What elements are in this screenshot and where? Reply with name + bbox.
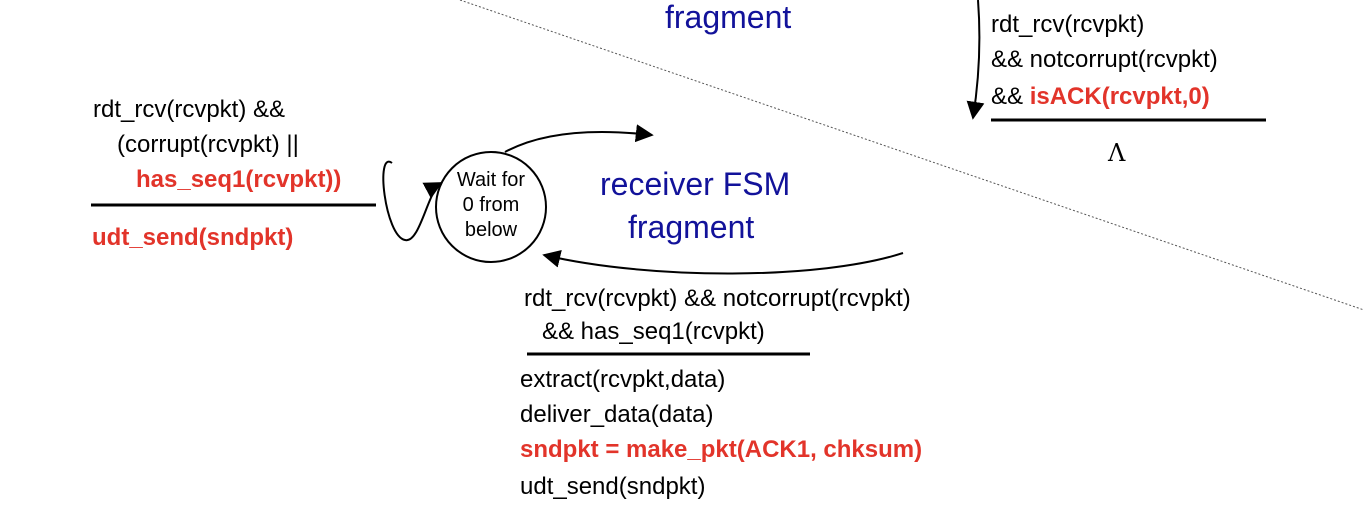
self-loop-arrow (382, 160, 443, 242)
sender-transition-arrow (966, 0, 985, 120)
state-circle (435, 151, 547, 263)
sender-event-line3: && isACK(rcvpkt,0) (991, 85, 1210, 109)
sender-event-line3-prefix: && (991, 83, 1030, 110)
divider-line (459, 0, 1364, 311)
bottom-action-line1: extract(rcvpkt,data) (520, 366, 726, 393)
bottom-event-line1: rdt_rcv(rcvpkt) && notcorrupt(rcvpkt) (524, 285, 911, 312)
bottom-action-line4: udt_send(sndpkt) (520, 473, 706, 500)
lambda-action: Λ (1108, 139, 1126, 167)
state-label: Wait for 0 from below (456, 169, 526, 241)
bottom-action-line3: sndpkt = make_pkt(ACK1, chksum) (520, 436, 923, 463)
self-loop-event-line2: (corrupt(rcvpkt) || (117, 131, 299, 158)
self-loop-action: udt_send(sndpkt) (92, 224, 294, 251)
receiver-title-line2: fragment (628, 209, 755, 245)
self-loop-event-line1: rdt_rcv(rcvpkt) && (93, 96, 286, 123)
bottom-action-line2: deliver_data(data) (520, 401, 714, 428)
sender-event-line1: rdt_rcv(rcvpkt) (991, 11, 1145, 38)
is-ack-condition: isACK(rcvpkt,0) (1029, 83, 1210, 110)
outgoing-arrow (504, 124, 654, 153)
bottom-event-line2: && has_seq1(rcvpkt) (542, 318, 765, 345)
sender-event-line2: && notcorrupt(rcvpkt) (991, 46, 1218, 73)
incoming-arrow (542, 249, 904, 275)
receiver-title-line1: receiver FSM (600, 166, 791, 202)
sender-fragment-title: fragment (665, 0, 792, 35)
self-loop-event-line3: has_seq1(rcvpkt)) (136, 166, 342, 193)
